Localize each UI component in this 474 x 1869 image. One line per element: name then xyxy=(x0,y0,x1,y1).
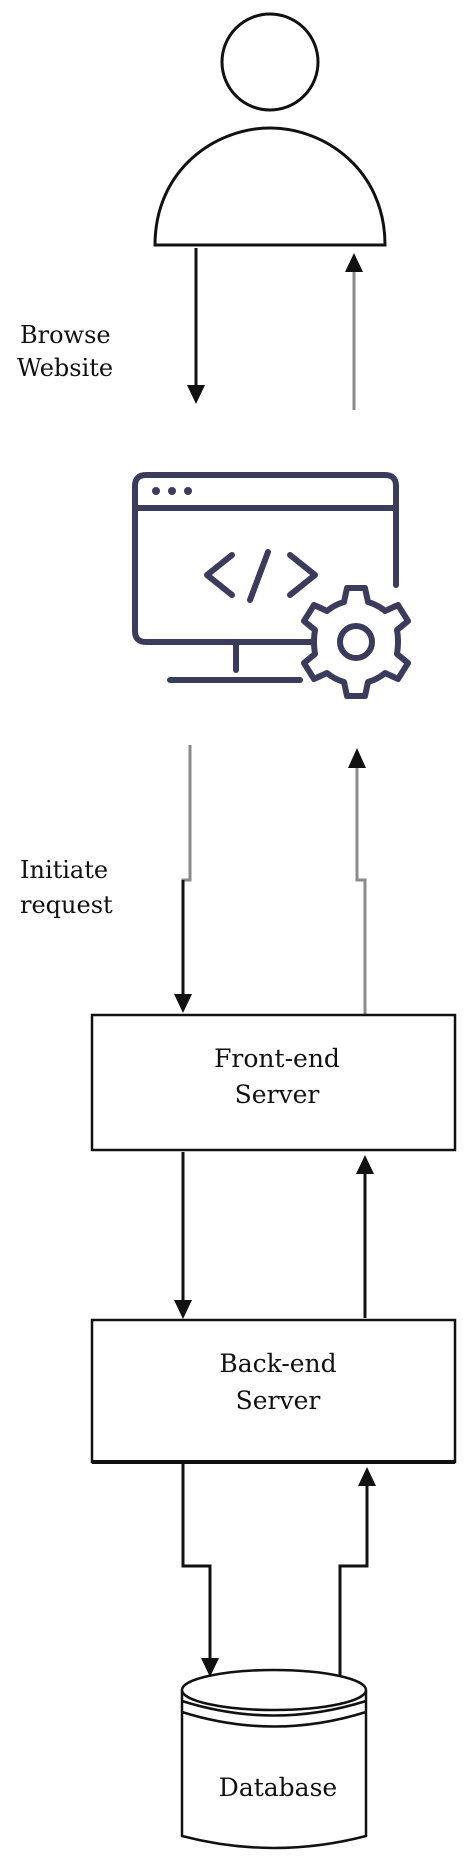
initiate-label-line2: request xyxy=(20,891,113,919)
frontend-label-line1: Front-end xyxy=(214,1044,340,1073)
backend-label-line2: Server xyxy=(236,1386,321,1415)
frontend-server-box: Front-end Server xyxy=(90,1013,457,1152)
backend-to-frontend-arrow xyxy=(356,1155,374,1318)
user-icon xyxy=(153,12,387,247)
database-cylinder-icon xyxy=(180,1668,368,1850)
database-to-backend-arrow xyxy=(338,1467,376,1678)
frontend-label-line2: Server xyxy=(235,1080,320,1109)
browse-label-line1: Browse xyxy=(20,321,111,349)
browse-response-arrow xyxy=(345,253,363,410)
database-label: Database xyxy=(219,1773,337,1802)
backend-to-database-arrow xyxy=(181,1464,219,1677)
browse-label-line2: Website xyxy=(17,354,113,382)
web-app-settings-icon xyxy=(132,472,411,699)
browse-request-arrow xyxy=(187,248,205,404)
frontend-response-arrow xyxy=(348,748,367,1015)
initiate-label-line1: Initiate xyxy=(20,856,108,884)
backend-label-line1: Back-end xyxy=(219,1349,336,1378)
frontend-to-backend-arrow xyxy=(174,1152,192,1319)
initiate-request-arrow xyxy=(174,745,192,1013)
backend-server-box: Back-end Server xyxy=(90,1318,457,1464)
